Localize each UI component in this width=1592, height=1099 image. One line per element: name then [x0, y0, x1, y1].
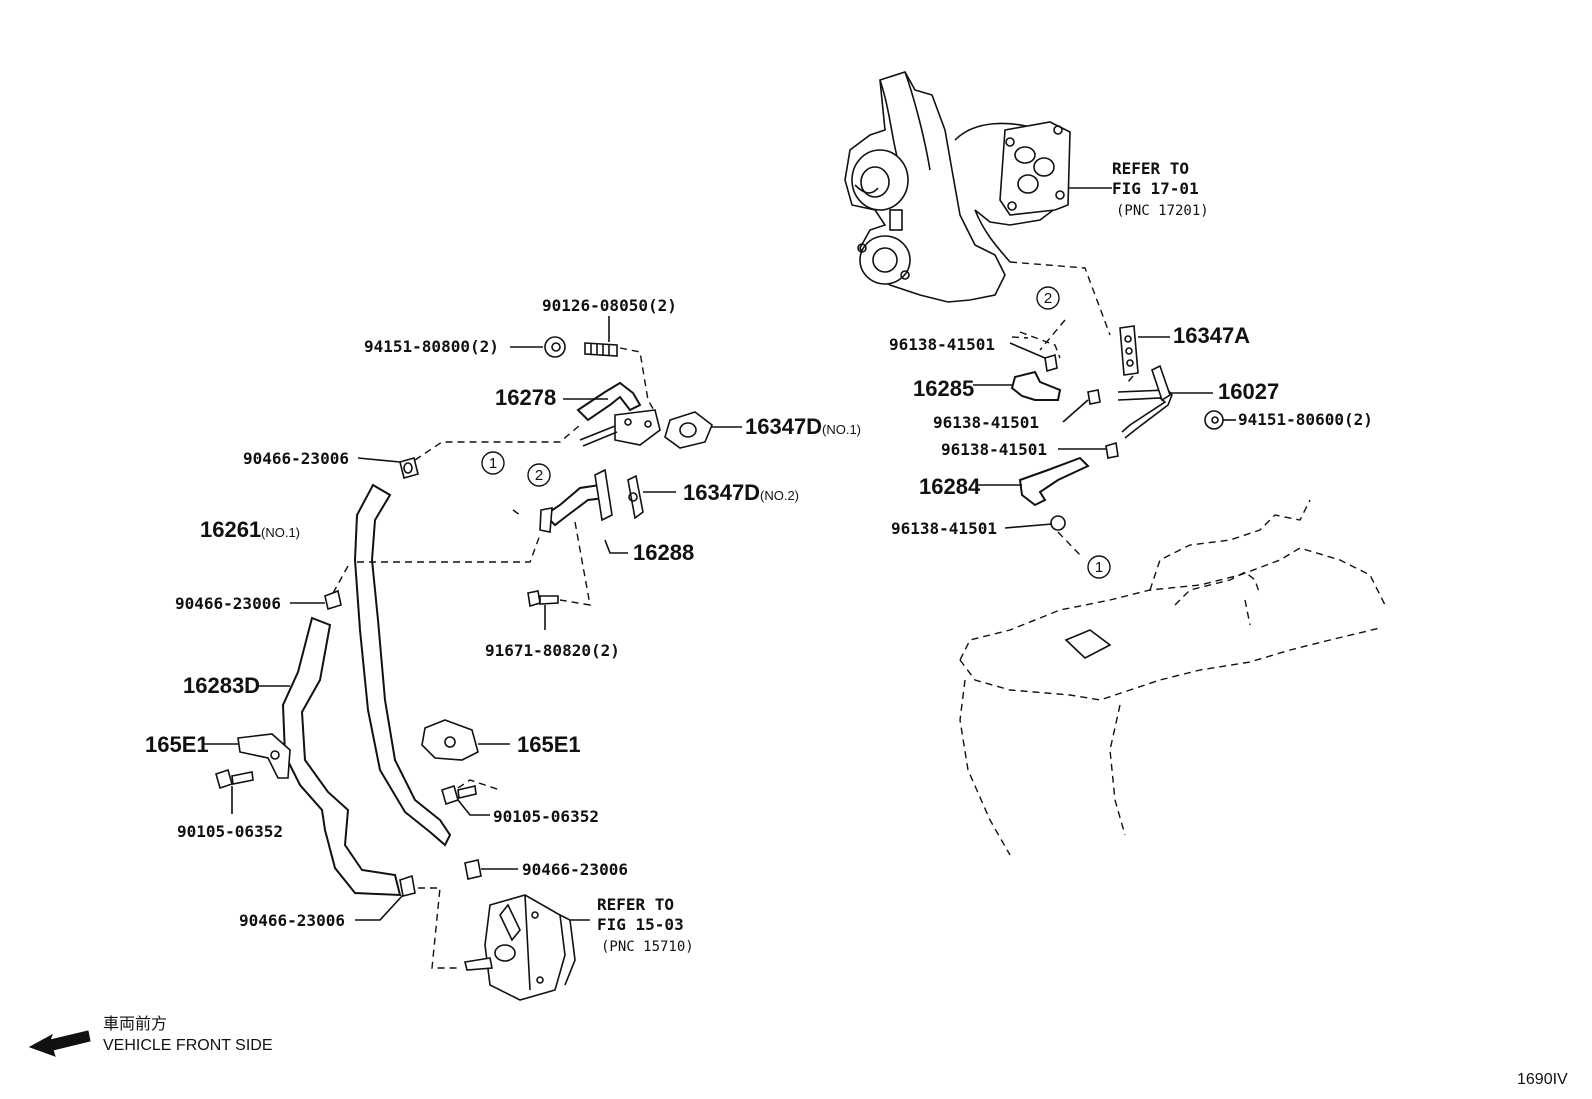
label-96138-41501-d[interactable]: 96138-41501 — [891, 519, 997, 538]
label-16283d[interactable]: 16283D — [183, 673, 260, 698]
circle-marker-1-right: 1 — [1087, 555, 1111, 579]
bolt-90105-right-drawing — [441, 784, 477, 806]
svg-text:1: 1 — [489, 455, 497, 472]
gasket-16347d-no1-drawing — [664, 411, 713, 449]
label-91671-80820[interactable]: 91671-80820(2) — [485, 641, 620, 660]
label-90126-08050[interactable]: 90126-08050(2) — [542, 296, 677, 315]
clamp-96138-a-drawing — [1044, 353, 1058, 373]
bolt-91671-drawing — [527, 590, 559, 608]
label-96138-41501-c[interactable]: 96138-41501 — [941, 440, 1047, 459]
label-16284[interactable]: 16284 — [919, 474, 981, 499]
circle-marker-1-left: 1 — [481, 451, 505, 475]
refer-cooler-line3: (PNC 15710) — [601, 939, 694, 955]
clamp-96138-b-drawing — [1087, 389, 1101, 405]
hose-16285-drawing — [1010, 370, 1062, 401]
label-90466-23006-b[interactable]: 90466-23006 — [175, 594, 281, 613]
turbocharger-drawing — [844, 71, 1071, 303]
figure-id: 1690IV — [1517, 1071, 1568, 1088]
bracket-165e1-right-drawing — [421, 719, 479, 761]
stud-90126-drawing — [584, 342, 618, 357]
leader-lines — [204, 187, 1236, 921]
clamp-90466-c-drawing — [464, 859, 482, 880]
svg-text:2: 2 — [1044, 290, 1052, 307]
refer-turbo-block[interactable]: REFER TO FIG 17-01 (PNC 17201) — [1112, 159, 1209, 219]
label-16261-suffix: (NO.1) — [261, 525, 300, 540]
label-16347d-no1-suffix: (NO.1) — [822, 422, 861, 437]
pipe-16288-drawing — [539, 468, 613, 533]
label-165e1-right[interactable]: 165E1 — [517, 732, 581, 757]
refer-turbo-line1: REFER TO — [1112, 159, 1189, 178]
label-90466-23006-a[interactable]: 90466-23006 — [243, 449, 349, 468]
bracket-165e1-left-drawing — [237, 733, 291, 779]
refer-cooler-line2: FIG 15-03 — [597, 915, 684, 934]
label-90105-06352-left[interactable]: 90105-06352 — [177, 822, 283, 841]
label-94151-80800[interactable]: 94151-80800(2) — [364, 337, 499, 356]
pipe-16027-drawing — [1117, 364, 1173, 439]
gasket-16347a-drawing — [1119, 325, 1139, 376]
label-90466-23006-d[interactable]: 90466-23006 — [239, 911, 345, 930]
label-16027[interactable]: 16027 — [1218, 379, 1279, 404]
hose-16261-drawing — [353, 483, 452, 847]
clamp-96138-c-drawing — [1105, 441, 1119, 459]
label-96138-41501-a[interactable]: 96138-41501 — [889, 335, 995, 354]
front-arrow-icon — [28, 1030, 91, 1057]
label-16347d-no2-suffix: (NO.2) — [760, 488, 799, 503]
label-16278[interactable]: 16278 — [495, 385, 556, 410]
refer-turbo-line2: FIG 17-01 — [1112, 179, 1199, 198]
label-96138-41501-b[interactable]: 96138-41501 — [933, 413, 1039, 432]
assembly-dashed-lines — [331, 261, 1134, 969]
refer-turbo-line3: (PNC 17201) — [1116, 203, 1209, 219]
label-16347d-no2[interactable]: 16347D — [683, 480, 760, 505]
label-16347a[interactable]: 16347A — [1173, 323, 1250, 348]
gasket-16347d-no2-drawing — [627, 474, 644, 520]
nut-94151-80600-drawing — [1204, 410, 1224, 430]
legend-en: VEHICLE FRONT SIDE — [103, 1037, 273, 1054]
label-90466-23006-c[interactable]: 90466-23006 — [522, 860, 628, 879]
label-165e1-left[interactable]: 165E1 — [145, 732, 209, 757]
clamp-90466-b-drawing — [324, 589, 342, 611]
clamp-96138-d-drawing — [1050, 515, 1066, 531]
nut-94151-80800-drawing — [544, 336, 566, 358]
svg-text:1: 1 — [1095, 559, 1103, 576]
clamp-90466-d-drawing — [399, 874, 416, 897]
oil-cooler-drawing — [464, 894, 576, 1001]
pipe-16278-drawing — [576, 381, 661, 447]
refer-cooler-block[interactable]: REFER TO FIG 15-03 (PNC 15710) — [597, 895, 694, 955]
circle-marker-2-right: 2 — [1036, 286, 1060, 310]
clamp-90466-a-drawing — [399, 457, 419, 479]
label-16288[interactable]: 16288 — [633, 540, 694, 565]
label-16285[interactable]: 16285 — [913, 376, 974, 401]
label-94151-80600[interactable]: 94151-80600(2) — [1238, 410, 1373, 429]
legend-jp: 車両前方 — [103, 1015, 167, 1033]
label-90105-06352-right[interactable]: 90105-06352 — [493, 807, 599, 826]
engine-block-outline — [959, 499, 1386, 856]
label-16261[interactable]: 16261 — [200, 517, 261, 542]
bolt-90105-left-drawing — [215, 768, 254, 790]
svg-text:2: 2 — [535, 467, 543, 484]
circle-marker-2-left: 2 — [527, 463, 551, 487]
hose-16284-drawing — [1018, 456, 1090, 507]
label-16347d-no1[interactable]: 16347D — [745, 414, 822, 439]
vehicle-front-legend: 車両前方 VEHICLE FRONT SIDE — [28, 1015, 273, 1057]
refer-cooler-line1: REFER TO — [597, 895, 674, 914]
